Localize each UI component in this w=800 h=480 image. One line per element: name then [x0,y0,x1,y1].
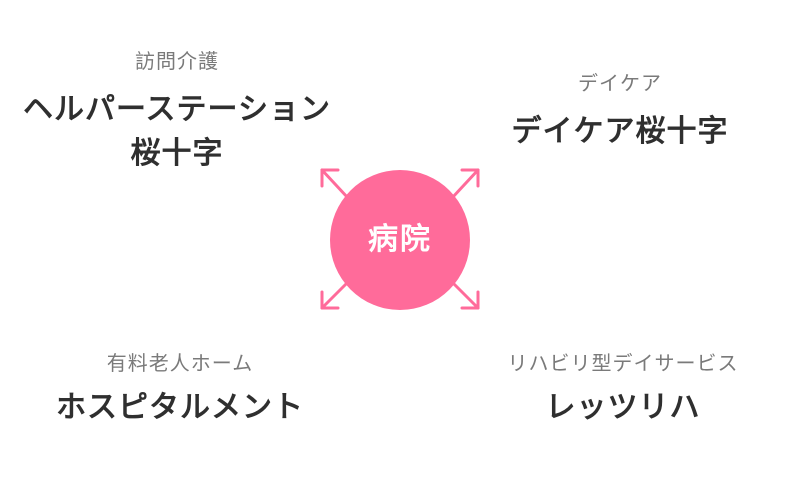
service-name-line1: ヘルパーステーション [23,92,331,127]
service-category-label: 有料老人ホーム [106,351,254,375]
hospital-label: 病院 [368,222,432,257]
arrow-up-right-icon [450,168,480,200]
arrow-up-left-icon [320,168,350,200]
service-category-label: リハビリ型デイサービス [507,351,739,375]
service-category-label: デイケア [578,71,662,95]
service-category-label: 訪問介護 [135,49,219,73]
service-day-care: デイケア デイケア桜十字 [490,70,750,154]
service-home-care: 訪問介護 ヘルパーステーション 桜十字 [18,48,336,176]
service-name: ホスピタルメント [56,390,304,425]
hospital-hub-diagram [320,168,480,310]
service-name: レッツリハ [545,390,701,425]
arrow-down-right-icon [450,280,480,310]
arrow-down-left-icon [320,280,350,310]
hospital-circle [330,170,470,310]
service-name: デイケア桜十字 [511,114,729,149]
service-rehab-day-service: リハビリ型デイサービス レッツリハ [478,350,768,430]
service-nursing-home: 有料老人ホーム ホスピタルメント [40,350,320,430]
service-name-line2: 桜十字 [130,136,224,171]
